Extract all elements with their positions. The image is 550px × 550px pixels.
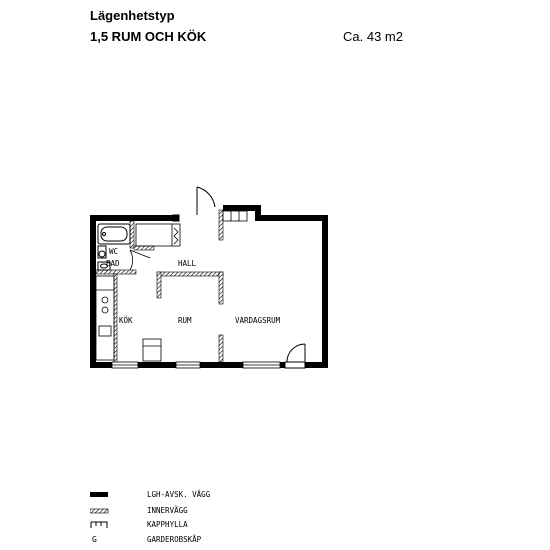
plan-type-label: Lägenhetstyp xyxy=(90,8,175,23)
windows xyxy=(111,361,281,369)
room-label-bad: BAD xyxy=(106,259,120,268)
kitchen-counter xyxy=(95,275,115,361)
entrance-door xyxy=(172,186,216,222)
bathtub xyxy=(97,223,131,245)
room-label-hall: HALL xyxy=(178,259,197,268)
washbasin xyxy=(97,261,111,271)
legend-coat-shelf xyxy=(90,519,112,531)
apartment-area: Ca. 43 m2 xyxy=(343,29,403,44)
toilet xyxy=(97,245,107,259)
inner-wall-symbol xyxy=(90,505,112,517)
storage-unit xyxy=(222,210,248,222)
outer-wall-symbol xyxy=(90,489,112,501)
legend-label-coat-shelf: KAPPHYLLA xyxy=(147,520,188,529)
legend-label-wardrobe: GARDEROBSKÅP xyxy=(147,535,202,544)
balcony-door xyxy=(284,343,306,369)
apartment-name: 1,5 RUM OCH KÖK xyxy=(90,29,207,44)
inner-walls xyxy=(95,209,224,363)
room-label-kok: KÖK xyxy=(119,316,133,325)
legend-inner-wall xyxy=(90,505,112,517)
room-wardrobe xyxy=(142,338,162,362)
legend-outer-wall xyxy=(90,489,112,501)
wardrobe xyxy=(135,223,181,247)
legend-label-inner-wall: INNERVÄGG xyxy=(147,506,188,515)
wardrobe-symbol: G xyxy=(92,535,97,544)
legend-label-outer-wall: LGH-AVSK. VÄGG xyxy=(147,490,211,499)
outer-walls xyxy=(90,205,328,368)
coat-shelf-icon xyxy=(90,519,112,531)
room-label-rum: RUM xyxy=(178,316,192,325)
room-label-wc: WC xyxy=(109,247,118,256)
room-label-vardagsrum: VARDAGSRUM xyxy=(235,316,281,325)
bathroom-door xyxy=(129,249,151,271)
